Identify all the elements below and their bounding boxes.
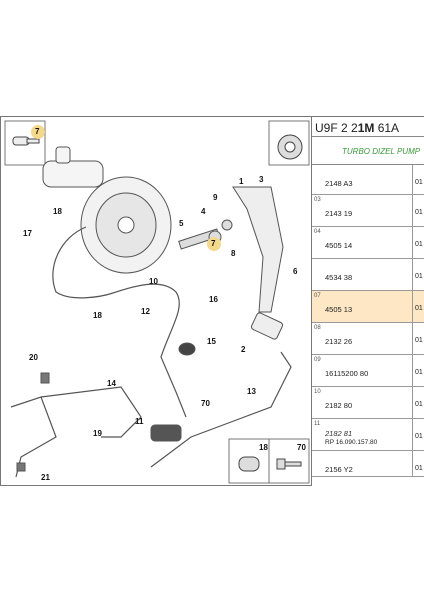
part-row[interactable]: 07 4505 13 01	[312, 291, 424, 323]
part-quantity: 01	[415, 433, 423, 440]
callout-14[interactable]: 14	[107, 379, 116, 388]
callout-6[interactable]: 6	[293, 267, 298, 276]
callout-20[interactable]: 21	[41, 473, 50, 482]
part-row[interactable]: 03 2143 19 01	[312, 195, 424, 227]
callout-15[interactable]: 15	[207, 337, 216, 346]
bolt-icon	[12, 136, 40, 146]
part-row[interactable]: 2148 A3 01	[312, 165, 424, 195]
brake-lines	[10, 226, 292, 478]
row-number: 03	[314, 197, 321, 203]
part-quantity: 01	[415, 305, 423, 312]
part-row[interactable]: 2156 Y2 01	[312, 451, 424, 477]
part-quantity: 01	[415, 369, 423, 376]
inset-screw-box	[268, 438, 310, 484]
parts-panel: U9F 2 21M 61A TURBO DIZEL PUMP 2148 A3 01…	[312, 116, 424, 486]
part-reference: 2182 80	[325, 401, 353, 410]
column-divider	[412, 355, 413, 386]
screw-icon	[276, 458, 302, 470]
highlight-badge	[31, 125, 45, 139]
callout-18c[interactable]: 18	[259, 443, 268, 452]
callout-18b[interactable]: 18	[93, 311, 102, 320]
part-reference: 2156 Y2	[325, 465, 353, 474]
part-quantity: 01	[415, 209, 423, 216]
callout-70a[interactable]: 70	[201, 399, 210, 408]
row-number: 04	[314, 229, 321, 235]
callout-16[interactable]: 16	[209, 295, 218, 304]
row-number: 09	[314, 357, 321, 363]
callout-3[interactable]: 3	[259, 175, 264, 184]
callout-19[interactable]: 19	[93, 429, 102, 438]
clip-20	[16, 462, 26, 472]
callout-7b[interactable]: 7	[211, 239, 216, 248]
section-subtitle: TURBO DIZEL PUMP	[312, 137, 424, 165]
clip-21	[40, 372, 50, 384]
callout-9[interactable]: 9	[213, 193, 218, 202]
code-suffix: 61A	[377, 121, 400, 135]
callout-2[interactable]: 2	[241, 345, 246, 354]
column-divider	[412, 165, 413, 194]
callout-13[interactable]: 13	[247, 387, 256, 396]
callout-4[interactable]: 4	[201, 207, 206, 216]
part-reference: 2182 81	[325, 429, 353, 438]
code-bold: 1M	[357, 121, 375, 135]
column-divider	[412, 259, 413, 290]
part-reference: 2132 26	[325, 337, 353, 346]
part-quantity: 01	[415, 401, 423, 408]
brake-booster	[80, 176, 172, 274]
column-divider	[412, 195, 413, 226]
part-quantity: 01	[415, 337, 423, 344]
callout-11[interactable]: 11	[135, 417, 144, 426]
part-quantity: 01	[415, 465, 423, 472]
part-reference: 4505 13	[325, 305, 353, 314]
row-number: 10	[314, 389, 321, 395]
callout-7[interactable]: 7	[35, 127, 40, 136]
hose-clip-icon	[238, 456, 260, 472]
row-number: 11	[314, 421, 321, 427]
callout-1[interactable]: 1	[239, 177, 244, 186]
column-divider	[412, 291, 413, 322]
callout-12[interactable]: 12	[141, 307, 150, 316]
reservoir	[42, 146, 104, 188]
part-reference: 16115200 80	[325, 369, 369, 378]
part-reference: 4534 38	[325, 273, 353, 282]
column-divider	[412, 419, 413, 450]
part-quantity: 01	[415, 241, 423, 248]
part-quantity: 01	[415, 179, 423, 186]
catalog-code: U9F 2 21M 61A	[312, 117, 424, 137]
parts-catalog-sheet: 7 1 3 9 4 5 6 7 8 10 16 18 17 18 12 15 2…	[0, 116, 424, 486]
part-reference: 2148 A3	[325, 179, 353, 188]
callout-10[interactable]: 10	[149, 277, 158, 286]
part-row[interactable]: 08 2132 26 01	[312, 323, 424, 355]
callout-5[interactable]: 5	[179, 219, 184, 228]
callout-18a[interactable]: 18	[53, 207, 62, 216]
column-divider	[412, 387, 413, 418]
part-row[interactable]: 09 16115200 80 01	[312, 355, 424, 387]
part-row[interactable]: 10 2182 80 01	[312, 387, 424, 419]
part-row[interactable]: 4534 38 01	[312, 259, 424, 291]
part-reference: 4505 14	[325, 241, 353, 250]
column-divider	[412, 451, 413, 476]
column-divider	[412, 227, 413, 258]
replacement-reference: RP 16.090.157.80	[325, 439, 378, 446]
pushrod	[178, 219, 233, 250]
washer-icon	[277, 134, 303, 160]
callout-8[interactable]: 8	[231, 249, 236, 258]
highlight-badge	[207, 237, 221, 251]
callout-21[interactable]: 20	[29, 353, 38, 362]
code-prefix: U9F 2 2	[315, 121, 358, 135]
exploded-parts-diagram: 7 1 3 9 4 5 6 7 8 10 16 18 17 18 12 15 2…	[0, 116, 312, 486]
callout-70b[interactable]: 70	[297, 443, 306, 452]
part-quantity: 01	[415, 273, 423, 280]
grommet	[178, 342, 196, 356]
row-number: 07	[314, 293, 321, 299]
part-reference: 2143 19	[325, 209, 353, 218]
callout-17[interactable]: 17	[23, 229, 32, 238]
pedal-assembly	[232, 186, 284, 340]
row-number: 08	[314, 325, 321, 331]
part-row[interactable]: 04 4505 14 01	[312, 227, 424, 259]
column-divider	[412, 323, 413, 354]
diagram-drawing	[4, 120, 310, 484]
slave-cylinder	[150, 424, 182, 442]
